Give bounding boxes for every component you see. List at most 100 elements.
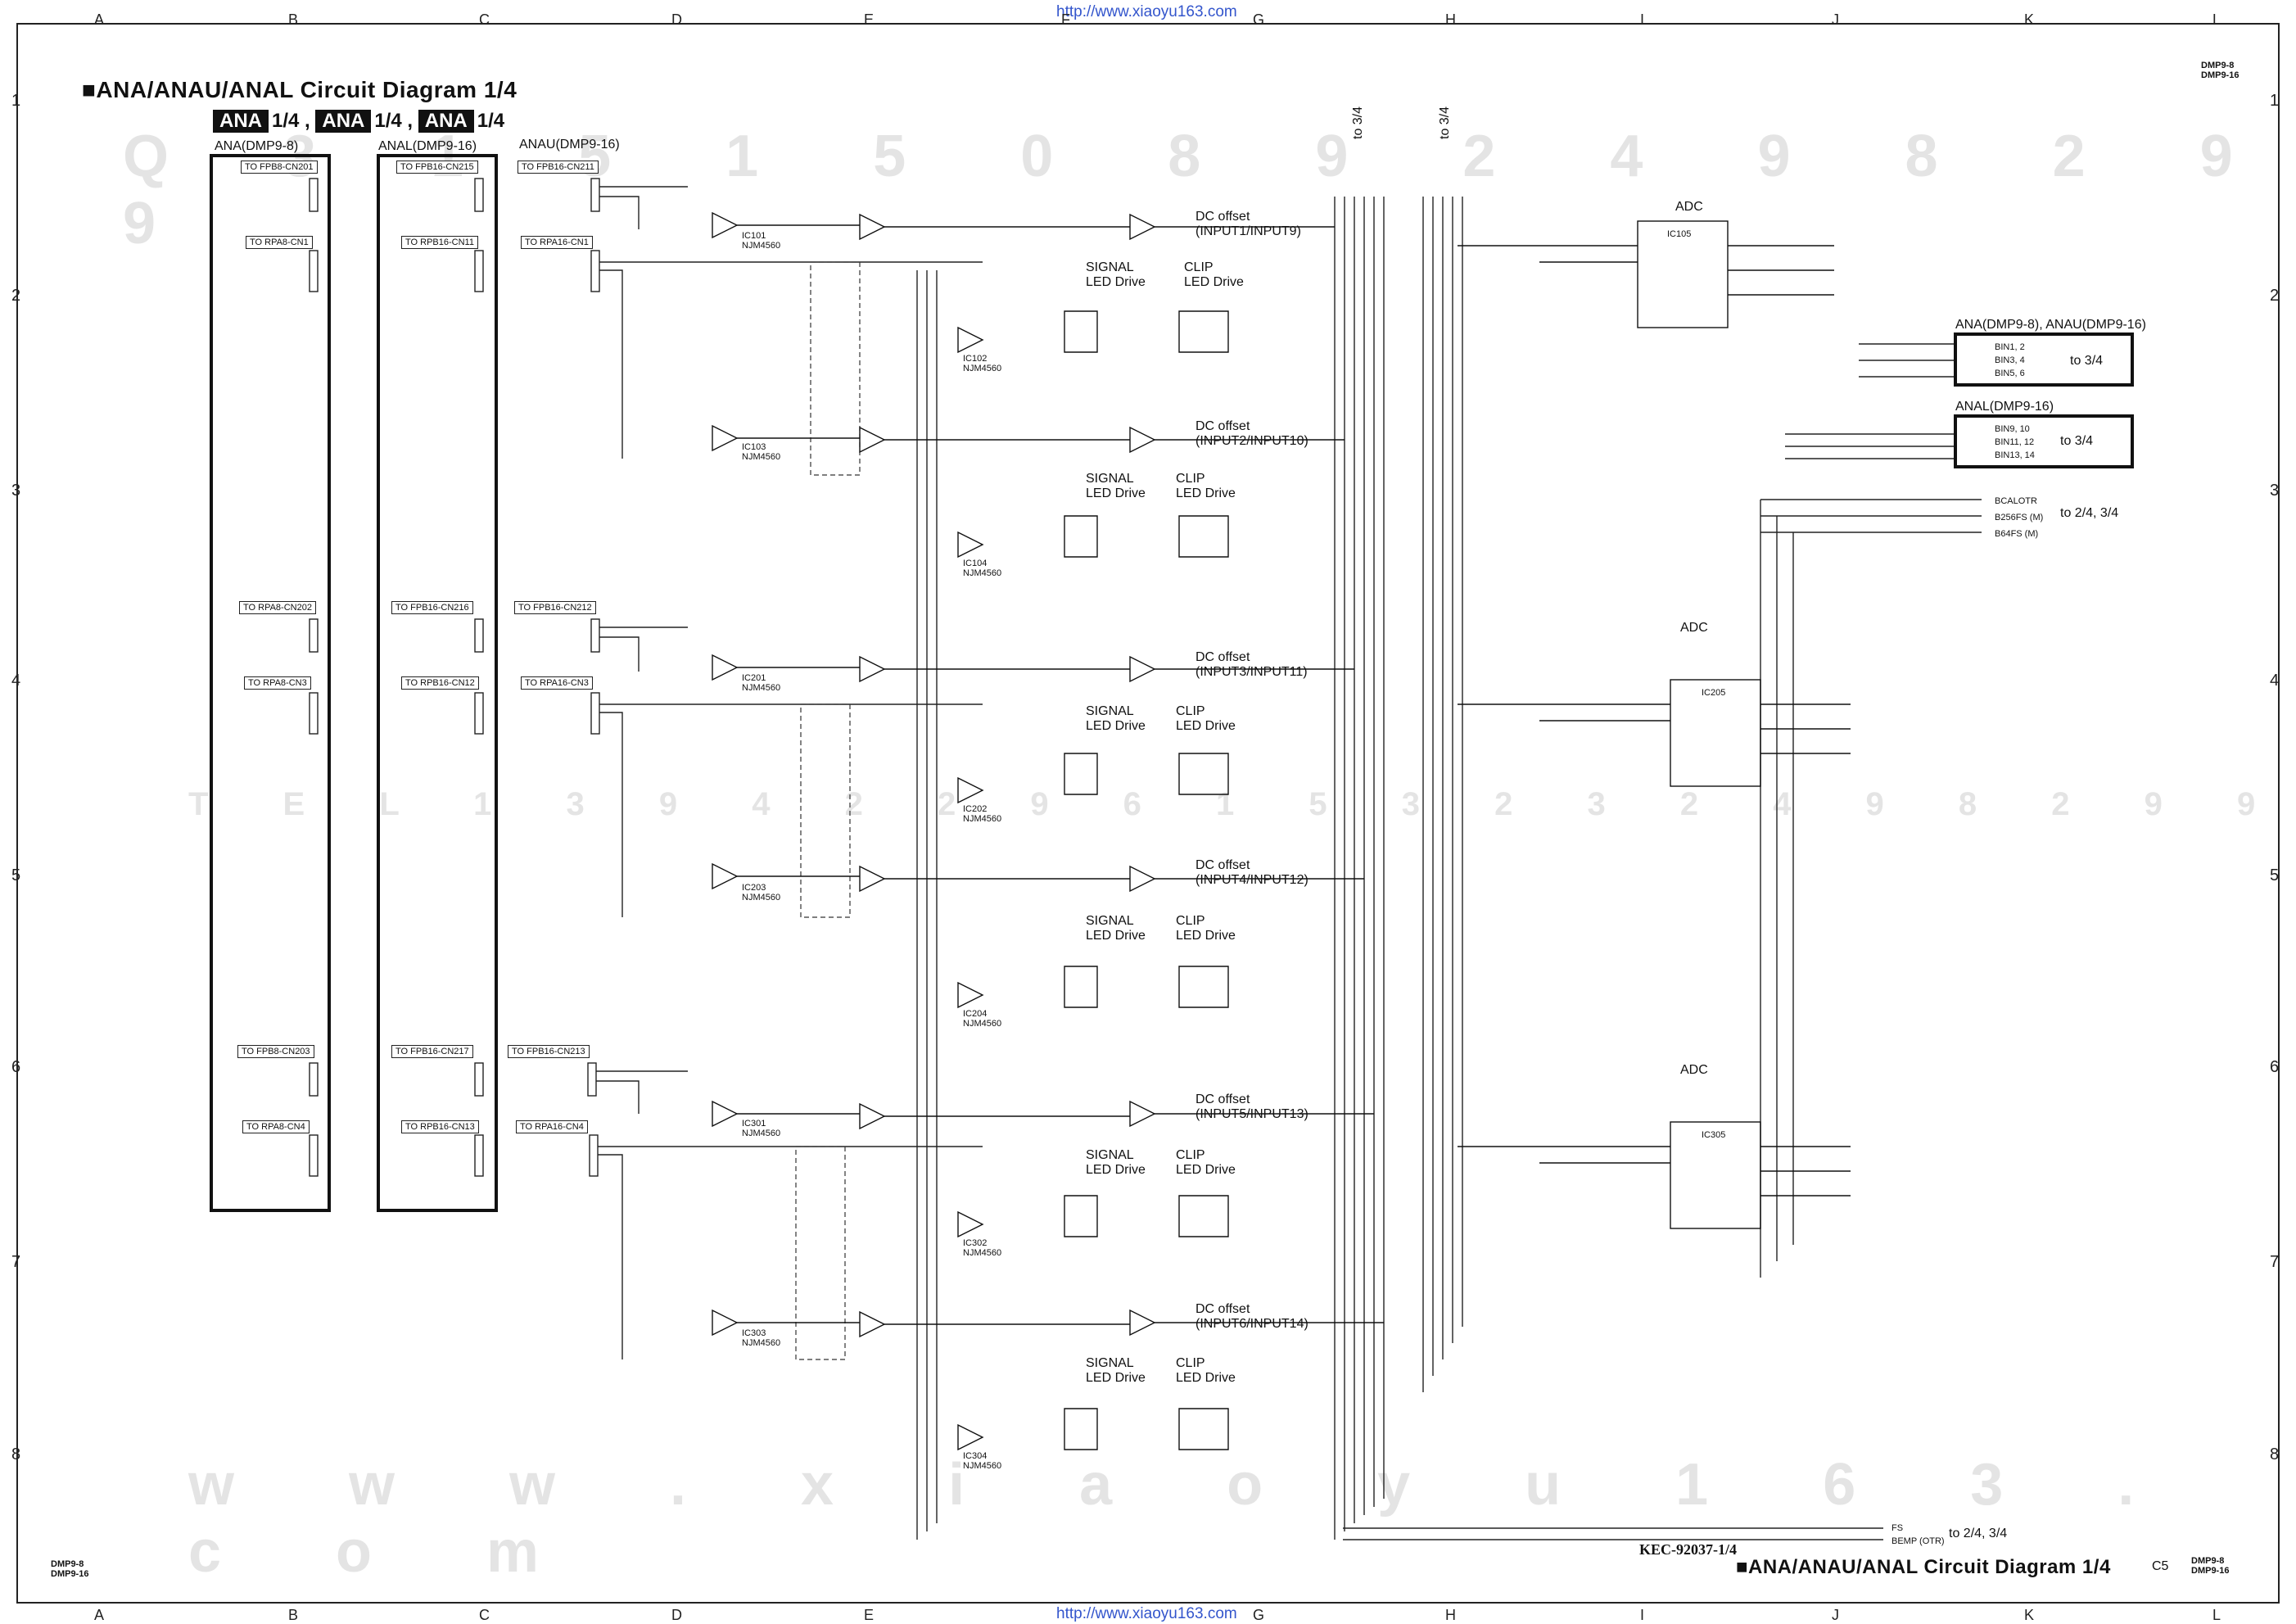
grid-row-4-right: 4 bbox=[2270, 672, 2280, 690]
grid-col-e-bottom: E bbox=[864, 1607, 875, 1623]
adc-label-3: ADC bbox=[1680, 1063, 1708, 1077]
connector-ana-3: TO RPA8-CN202 bbox=[239, 601, 316, 614]
connector-ana-5: TO FPB8-CN203 bbox=[237, 1045, 314, 1058]
connector-anau-1: TO FPB16-CN211 bbox=[518, 161, 599, 174]
kec-code: KEC-92037-1/4 bbox=[1639, 1541, 1737, 1558]
to-34-label-1: to 3/4 bbox=[1351, 106, 1365, 139]
grid-row-3: 3 bbox=[11, 482, 21, 500]
grid-col-l-bottom: L bbox=[2212, 1607, 2221, 1623]
grid-col-k-bottom: K bbox=[2024, 1607, 2035, 1623]
grid-col-c: C bbox=[479, 11, 490, 28]
grid-row-7-right: 7 bbox=[2270, 1253, 2280, 1271]
connector-ana-1: TO FPB8-CN201 bbox=[241, 161, 318, 174]
grid-col-e: E bbox=[864, 11, 875, 28]
grid-col-l: L bbox=[2212, 11, 2221, 28]
grid-row-6: 6 bbox=[11, 1058, 21, 1076]
footer-square-icon: ■ bbox=[1736, 1556, 1748, 1578]
board-ana-label: ANA(DMP9-8) bbox=[215, 139, 299, 153]
connector-anal-1: TO FPB16-CN215 bbox=[396, 161, 478, 174]
connector-ana-2: TO RPA8-CN1 bbox=[246, 236, 313, 249]
grid-col-b-bottom: B bbox=[288, 1607, 299, 1623]
right-box-1-dest: to 3/4 bbox=[2070, 354, 2104, 368]
anal-board-outline bbox=[377, 154, 498, 1212]
grid-col-a: A bbox=[94, 11, 105, 28]
adc-ic-305: IC305 bbox=[1702, 1130, 1726, 1140]
grid-col-f: F bbox=[1061, 11, 1070, 28]
dc-offset-5: DC offset(INPUT5/INPUT13) bbox=[1195, 1092, 1308, 1121]
page-title: ■ANA/ANAU/ANAL Circuit Diagram 1/4 bbox=[82, 77, 517, 103]
ana-board-outline bbox=[210, 154, 331, 1212]
grid-row-2: 2 bbox=[11, 287, 21, 305]
connector-anal-2: TO RPB16-CN11 bbox=[401, 236, 478, 249]
watermark-2: T E L 1 3 9 4 2 2 9 6 1 5 3 2 3 2 4 9 8 … bbox=[188, 786, 2289, 822]
grid-col-g-bottom: G bbox=[1253, 1607, 1265, 1623]
dc-offset-6: DC offset(INPUT6/INPUT14) bbox=[1195, 1302, 1308, 1331]
grid-col-d: D bbox=[671, 11, 682, 28]
title-square-icon: ■ bbox=[82, 77, 97, 102]
connector-anal-4: TO RPB16-CN12 bbox=[401, 676, 479, 690]
connector-anau-5: TO FPB16-CN213 bbox=[508, 1045, 590, 1058]
badge-ana-1: ANA bbox=[213, 110, 269, 133]
grid-col-k: K bbox=[2024, 11, 2035, 28]
grid-row-1-right: 1 bbox=[2270, 92, 2280, 110]
grid-col-j: J bbox=[1832, 11, 1839, 28]
to-34-label-2: to 3/4 bbox=[1438, 106, 1452, 139]
grid-row-3-right: 3 bbox=[2270, 482, 2280, 500]
dc-offset-1: DC offset(INPUT1/INPUT9) bbox=[1195, 210, 1301, 238]
grid-row-1: 1 bbox=[11, 92, 21, 110]
top-url[interactable]: http://www.xiaoyu163.com bbox=[1056, 3, 1237, 20]
connector-anau-2: TO RPA16-CN1 bbox=[521, 236, 593, 249]
ana-connector-pins bbox=[309, 178, 600, 1177]
right-box-1-title: ANA(DMP9-8), ANAU(DMP9-16) bbox=[1955, 318, 2146, 332]
grid-row-5: 5 bbox=[11, 866, 21, 884]
grid-row-4: 4 bbox=[11, 672, 21, 690]
right-box-2-title: ANAL(DMP9-16) bbox=[1955, 400, 2054, 414]
badge-ana-2: ANA bbox=[315, 110, 372, 133]
adc-label-2: ADC bbox=[1680, 621, 1708, 635]
dc-offset-3: DC offset(INPUT3/INPUT11) bbox=[1195, 650, 1308, 679]
dc-offset-2: DC offset(INPUT2/INPUT10) bbox=[1195, 419, 1308, 448]
adc-ic-105: IC105 bbox=[1667, 229, 1692, 239]
grid-row-7: 7 bbox=[11, 1253, 21, 1271]
right-box-2-dest: to 3/4 bbox=[2060, 434, 2094, 448]
bottom-signals-dest: to 2/4, 3/4 bbox=[1949, 1527, 2008, 1540]
grid-col-h-bottom: H bbox=[1445, 1607, 1456, 1623]
board-anau-label: ANAU(DMP9-16) bbox=[519, 138, 620, 152]
connector-anau-3: TO FPB16-CN212 bbox=[514, 601, 596, 614]
grid-col-i-bottom: I bbox=[1640, 1607, 1645, 1623]
grid-row-2-right: 2 bbox=[2270, 287, 2280, 305]
board-anal-label: ANAL(DMP9-16) bbox=[378, 139, 477, 153]
dc-offset-4: DC offset(INPUT4/INPUT12) bbox=[1195, 858, 1308, 887]
bottom-url[interactable]: http://www.xiaoyu163.com bbox=[1056, 1605, 1237, 1622]
connector-anal-6: TO RPB16-CN13 bbox=[401, 1120, 479, 1133]
grid-col-h: H bbox=[1445, 11, 1456, 28]
connector-ana-6: TO RPA8-CN4 bbox=[242, 1120, 310, 1133]
grid-row-5-right: 5 bbox=[2270, 866, 2280, 884]
